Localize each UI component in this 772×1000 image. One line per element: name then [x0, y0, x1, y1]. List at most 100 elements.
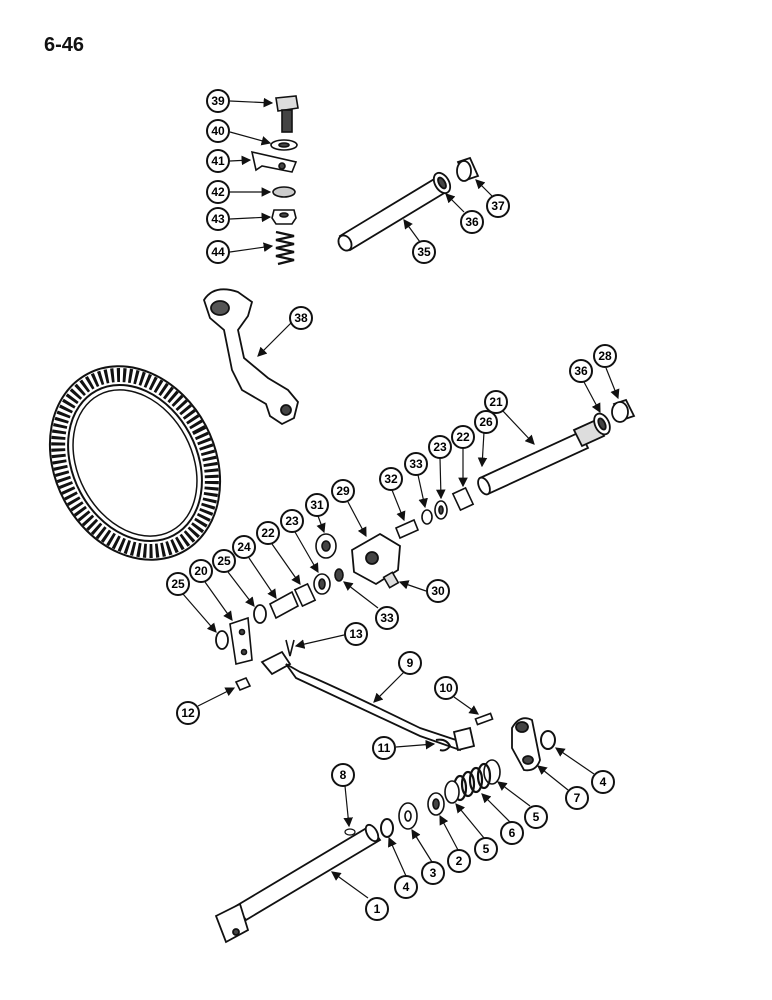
- page-number: 6-46: [44, 34, 85, 56]
- washer-5-left: [444, 780, 460, 804]
- snap-ring-25-left: [215, 630, 229, 650]
- svg-text:30: 30: [431, 584, 445, 598]
- svg-text:5: 5: [533, 810, 540, 824]
- callout-10: 10: [434, 676, 479, 715]
- svg-text:43: 43: [211, 212, 225, 226]
- bushing-2: [427, 792, 445, 816]
- setscrew-30: [382, 571, 400, 589]
- callout-39: 39: [206, 89, 274, 113]
- callout-38: 38: [257, 306, 313, 357]
- callout-9: 9: [373, 651, 422, 703]
- svg-text:4: 4: [600, 775, 607, 789]
- svg-text:11: 11: [378, 741, 391, 755]
- svg-text:24: 24: [237, 540, 251, 554]
- svg-text:9: 9: [407, 656, 414, 670]
- callout-29: 29: [331, 479, 367, 538]
- callout-28: 28: [593, 344, 620, 400]
- spring-6: [452, 762, 492, 802]
- tab-lock-41: [250, 150, 298, 173]
- ring-33-lower: [334, 568, 344, 582]
- washer-40: [270, 139, 298, 151]
- lever-7: [511, 717, 541, 772]
- svg-text:39: 39: [211, 94, 225, 108]
- callout-43: 43: [206, 207, 272, 231]
- lever-arm-38: [203, 288, 299, 426]
- washer-36-lower: [593, 412, 611, 436]
- callout-35: 35: [403, 219, 436, 264]
- spring-44: [275, 230, 295, 266]
- svg-text:20: 20: [194, 564, 208, 578]
- bolt-10: [474, 712, 494, 726]
- callout-13: 13: [294, 622, 368, 649]
- callout-31: 31: [305, 493, 329, 534]
- bracket-20: [229, 616, 253, 665]
- svg-text:22: 22: [456, 430, 470, 444]
- callout-4-upper: 4: [555, 747, 615, 794]
- svg-text:41: 41: [211, 154, 225, 168]
- svg-text:36: 36: [465, 215, 479, 229]
- washer-3: [398, 802, 418, 830]
- callout-44: 44: [206, 240, 274, 264]
- callout-8: 8: [331, 763, 355, 828]
- svg-text:10: 10: [439, 681, 453, 695]
- callout-41: 41: [206, 149, 252, 173]
- callout-37: 37: [475, 179, 510, 218]
- svg-text:26: 26: [479, 415, 493, 429]
- callout-6: 6: [481, 793, 524, 845]
- callout-25-left: 25: [166, 572, 217, 633]
- callout-33-lower: 33: [343, 581, 399, 630]
- callout-36-upper: 36: [445, 193, 484, 234]
- callout-12: 12: [176, 687, 236, 725]
- callout-5-left: 5: [455, 803, 498, 861]
- svg-text:21: 21: [489, 395, 503, 409]
- svg-text:1: 1: [374, 902, 381, 916]
- bushing-22-left: [293, 582, 317, 608]
- callout-23-left: 23: [280, 509, 319, 574]
- callout-36-lower: 36: [569, 359, 601, 414]
- shaft-21: [477, 418, 606, 496]
- cotter-pin-13: [285, 639, 295, 657]
- callout-32: 32: [379, 467, 406, 522]
- callout-11: 11: [372, 736, 436, 760]
- lock-washer-42: [272, 186, 296, 198]
- pin-8: [344, 828, 356, 836]
- svg-text:6: 6: [509, 826, 516, 840]
- svg-text:31: 31: [310, 498, 324, 512]
- callout-26: 26: [474, 410, 498, 468]
- svg-text:28: 28: [598, 349, 612, 363]
- svg-text:3: 3: [430, 866, 437, 880]
- svg-text:23: 23: [285, 514, 299, 528]
- svg-text:44: 44: [211, 245, 225, 259]
- callout-30: 30: [398, 579, 450, 603]
- snap-ring-4-lower: [380, 818, 394, 838]
- ring-23-left: [313, 573, 331, 595]
- nut-43: [271, 209, 297, 225]
- callout-5-right: 5: [497, 781, 548, 829]
- washer-36-upper: [432, 171, 452, 195]
- svg-text:22: 22: [261, 526, 275, 540]
- snap-ring-25-right: [253, 604, 267, 624]
- ring-gear: [48, 365, 222, 561]
- svg-text:25: 25: [171, 577, 185, 591]
- svg-text:8: 8: [340, 768, 347, 782]
- ring-23-right: [434, 500, 448, 520]
- block-29: [351, 532, 401, 586]
- svg-text:5: 5: [483, 842, 490, 856]
- svg-text:32: 32: [384, 472, 398, 486]
- snap-ring-4-upper: [540, 730, 556, 750]
- callout-22-right: 22: [451, 425, 475, 488]
- svg-text:2: 2: [456, 854, 463, 868]
- svg-text:35: 35: [417, 245, 431, 259]
- pin-32: [394, 518, 420, 540]
- svg-text:37: 37: [491, 199, 505, 213]
- svg-text:38: 38: [294, 311, 308, 325]
- callout-40: 40: [206, 119, 272, 146]
- roller-31: [315, 533, 337, 559]
- svg-text:25: 25: [217, 554, 231, 568]
- callout-33-upper: 33: [404, 452, 428, 509]
- bolt-39: [275, 95, 299, 133]
- svg-text:42: 42: [211, 185, 225, 199]
- ring-33-upper: [421, 509, 433, 525]
- shaft-1: [214, 823, 382, 944]
- callout-2: 2: [439, 814, 471, 873]
